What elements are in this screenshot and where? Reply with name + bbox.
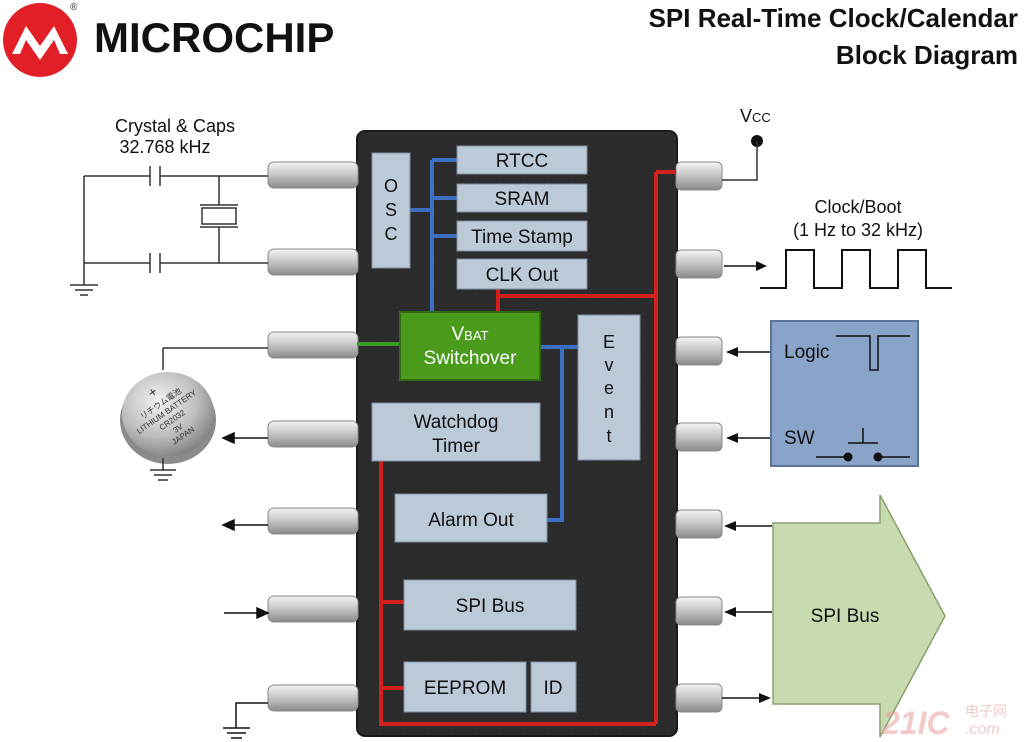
crystal-circuit — [70, 166, 268, 296]
registered-mark: ® — [70, 2, 78, 13]
svg-text:v: v — [605, 355, 614, 375]
svg-text:ID: ID — [544, 678, 563, 699]
alarm-out-block: Alarm Out — [394, 493, 548, 543]
svg-text:C: C — [385, 224, 398, 244]
svg-text:VBAT: VBAT — [451, 324, 488, 345]
osc-block: O S C — [371, 152, 411, 269]
svg-text:CLK Out: CLK Out — [486, 265, 560, 286]
pin-right-2 — [675, 249, 723, 279]
svg-text:Timer: Timer — [432, 436, 481, 457]
spi-bus-block: SPI Bus — [403, 579, 577, 631]
clock-range-label: (1 Hz to 32 kHz) — [793, 220, 923, 240]
square-wave-icon — [760, 249, 952, 289]
sw-label: SW — [784, 428, 815, 449]
pin-left-2 — [267, 248, 359, 276]
logo-chevron-icon — [12, 26, 68, 60]
blue-bus-lines — [409, 158, 578, 522]
eeprom-block: EEPROM — [403, 661, 527, 713]
svg-text:EEPROM: EEPROM — [424, 678, 506, 699]
brand-name: MICROCHIP — [94, 14, 334, 61]
spi-bus-arrow: SPI Bus — [722, 494, 946, 738]
svg-text:S: S — [385, 200, 397, 220]
input-arrow-icon — [726, 347, 738, 357]
pin-right-6 — [675, 596, 723, 626]
svg-text:电子网: 电子网 — [965, 703, 1007, 719]
svg-text:.com: .com — [965, 721, 1000, 738]
logo-mark-icon — [3, 3, 77, 77]
pin-left-6 — [267, 595, 359, 623]
pin-left-1 — [267, 161, 359, 189]
svg-text:n: n — [604, 402, 614, 422]
svg-text:E: E — [603, 332, 615, 352]
svg-text:O: O — [384, 176, 398, 196]
clock-waveform — [724, 249, 952, 289]
input-arrow-icon — [256, 606, 270, 620]
right-pins — [675, 161, 723, 713]
logic-label: Logic — [784, 342, 829, 363]
output-arrow-icon — [759, 693, 771, 703]
pin-right-5 — [675, 509, 723, 539]
pin-left-5 — [267, 507, 359, 535]
svg-text:SRAM: SRAM — [495, 189, 550, 210]
pin-right-1 — [675, 161, 723, 191]
red-power-lines — [379, 170, 676, 726]
pin-right-4 — [675, 422, 723, 452]
id-block: ID — [530, 661, 577, 713]
svg-text:e: e — [604, 378, 614, 398]
vcc-supply: VCC — [722, 106, 771, 181]
svg-text:Alarm Out: Alarm Out — [428, 510, 514, 531]
watchdog-timer-block: Watchdog Timer — [371, 402, 541, 462]
output-arrow-icon — [221, 518, 235, 532]
svg-text:t: t — [606, 426, 611, 446]
clkout-block: CLK Out — [456, 258, 588, 290]
microchip-logo: ® MICROCHIP — [3, 2, 334, 77]
sram-block: SRAM — [456, 183, 588, 213]
svg-text:SPI Bus: SPI Bus — [456, 596, 525, 617]
left-pins — [267, 161, 359, 712]
svg-text:SPI Bus: SPI Bus — [811, 606, 880, 627]
svg-text:Time Stamp: Time Stamp — [471, 227, 573, 248]
pin-left-4 — [267, 420, 359, 448]
svg-text:RTCC: RTCC — [496, 151, 548, 172]
pin-left-7 — [267, 684, 359, 712]
pulse-icon — [836, 335, 910, 371]
rtcc-block: RTCC — [456, 145, 588, 175]
svg-text:Switchover: Switchover — [424, 348, 518, 369]
svg-text:Watchdog: Watchdog — [414, 412, 499, 433]
switch-icon — [848, 428, 878, 444]
pin-right-7 — [675, 683, 723, 713]
output-arrow-icon — [221, 431, 235, 445]
site-watermark: 21IC 电子网 .com — [881, 703, 1007, 741]
clock-boot-label: Clock/Boot — [814, 197, 901, 217]
left-io-arrows — [221, 431, 270, 739]
page-subtitle: Block Diagram — [836, 40, 1018, 70]
svg-text:21IC: 21IC — [881, 705, 950, 741]
timestamp-block: Time Stamp — [456, 220, 588, 252]
input-arrow-icon — [726, 433, 738, 443]
crystal-frequency: 32.768 kHz — [119, 137, 210, 157]
pin-left-3 — [267, 331, 359, 359]
coin-battery: + リチウム電池 LITHIUM BATTERY CR2032 3V JAPAN — [120, 347, 268, 481]
input-arrow-icon — [724, 521, 736, 531]
vbat-switchover-block: VBAT Switchover — [399, 311, 541, 381]
event-block: E v e n t — [577, 314, 641, 461]
pin-right-3 — [675, 336, 723, 366]
page-title: SPI Real-Time Clock/Calendar — [649, 3, 1018, 33]
svg-text:VCC: VCC — [740, 106, 771, 126]
crystal-label: Crystal & Caps — [115, 116, 235, 136]
input-arrow-icon — [724, 607, 736, 617]
output-arrow-icon — [756, 261, 767, 271]
logic-sw-panel: Logic SW — [726, 320, 919, 467]
